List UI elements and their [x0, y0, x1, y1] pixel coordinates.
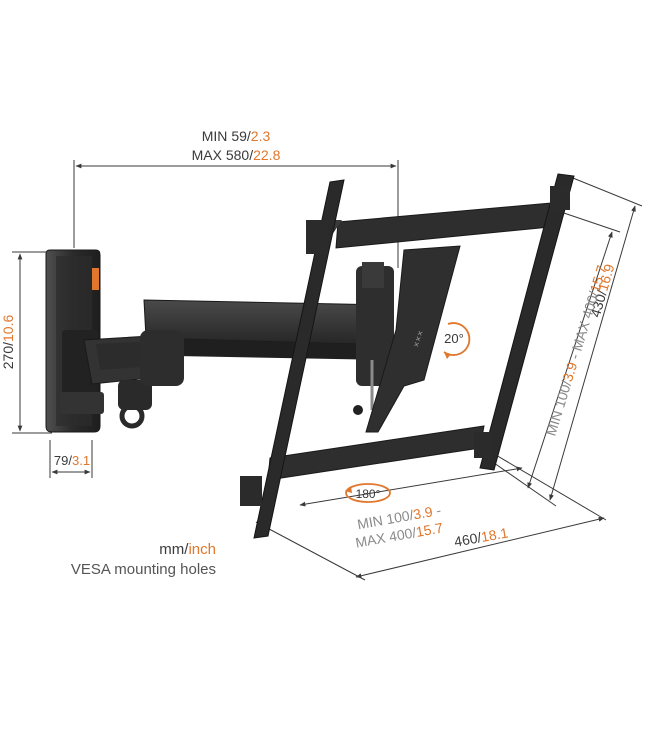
units-legend: mm/inch VESA mounting holes — [26, 540, 216, 580]
unit-sep: / — [184, 541, 189, 558]
plate-depth-label: 79/3.1 — [54, 453, 90, 468]
unit-inch: inch — [188, 541, 216, 558]
tilt-label: 20° — [444, 331, 464, 346]
bracket-width-dimension-line — [355, 516, 605, 579]
tilt-indicator: 20° — [443, 322, 471, 359]
vesa-horizontal-dimension: MIN 100/3.9 - MAX 400/15.7 — [299, 466, 523, 551]
legend-caption: VESA mounting holes — [70, 561, 216, 578]
vesa-horizontal-dimension-line — [299, 466, 523, 507]
plate-height-label: 270/10.6 — [0, 315, 16, 370]
bracket-left-rail — [253, 179, 345, 539]
bracket-height-ext-top — [567, 175, 643, 207]
units-line: mm/inch — [26, 540, 216, 560]
bracket-width-label: 460/18.1 — [453, 524, 510, 549]
vesa-vertical-label: MIN 100/3.9 - MAX 400/15.7 — [543, 263, 610, 438]
arm-knob-icon — [119, 403, 145, 429]
bracket-width-ext-right — [483, 447, 607, 521]
swivel-indicator: 180° — [345, 483, 391, 503]
swivel-label: 180° — [356, 487, 381, 501]
bracket-height-dimension-line — [549, 205, 636, 501]
articulating-arm — [83, 262, 394, 429]
wall-plate-depth-dimension: 79/3.1 — [49, 440, 93, 478]
wall-plate-orange-tab — [92, 268, 99, 290]
tv-bracket: ✕✕✕ — [240, 173, 575, 539]
vesa-vertical-ext-top — [554, 209, 621, 233]
vesa-vertical-dimension-line — [527, 231, 613, 489]
bracket-v-plate — [365, 245, 461, 433]
bracket-width-dimension: 460/18.1 — [255, 447, 607, 581]
bracket-width-ext-left — [255, 521, 366, 581]
extension-dimension: MIN 59/2.3 MAX 580/22.8 — [73, 128, 399, 268]
bracket-right-rail — [479, 173, 575, 471]
wall-plate — [45, 249, 104, 433]
unit-mm: mm — [159, 541, 185, 558]
swivel-arrow-icon — [345, 483, 391, 503]
tilt-arrow-icon — [443, 322, 471, 356]
extension-min-label: MIN 59/2.3 — [202, 128, 271, 144]
extension-max-label: MAX 580/22.8 — [192, 147, 281, 163]
wall-plate-height-dimension: 270/10.6 — [0, 251, 52, 434]
